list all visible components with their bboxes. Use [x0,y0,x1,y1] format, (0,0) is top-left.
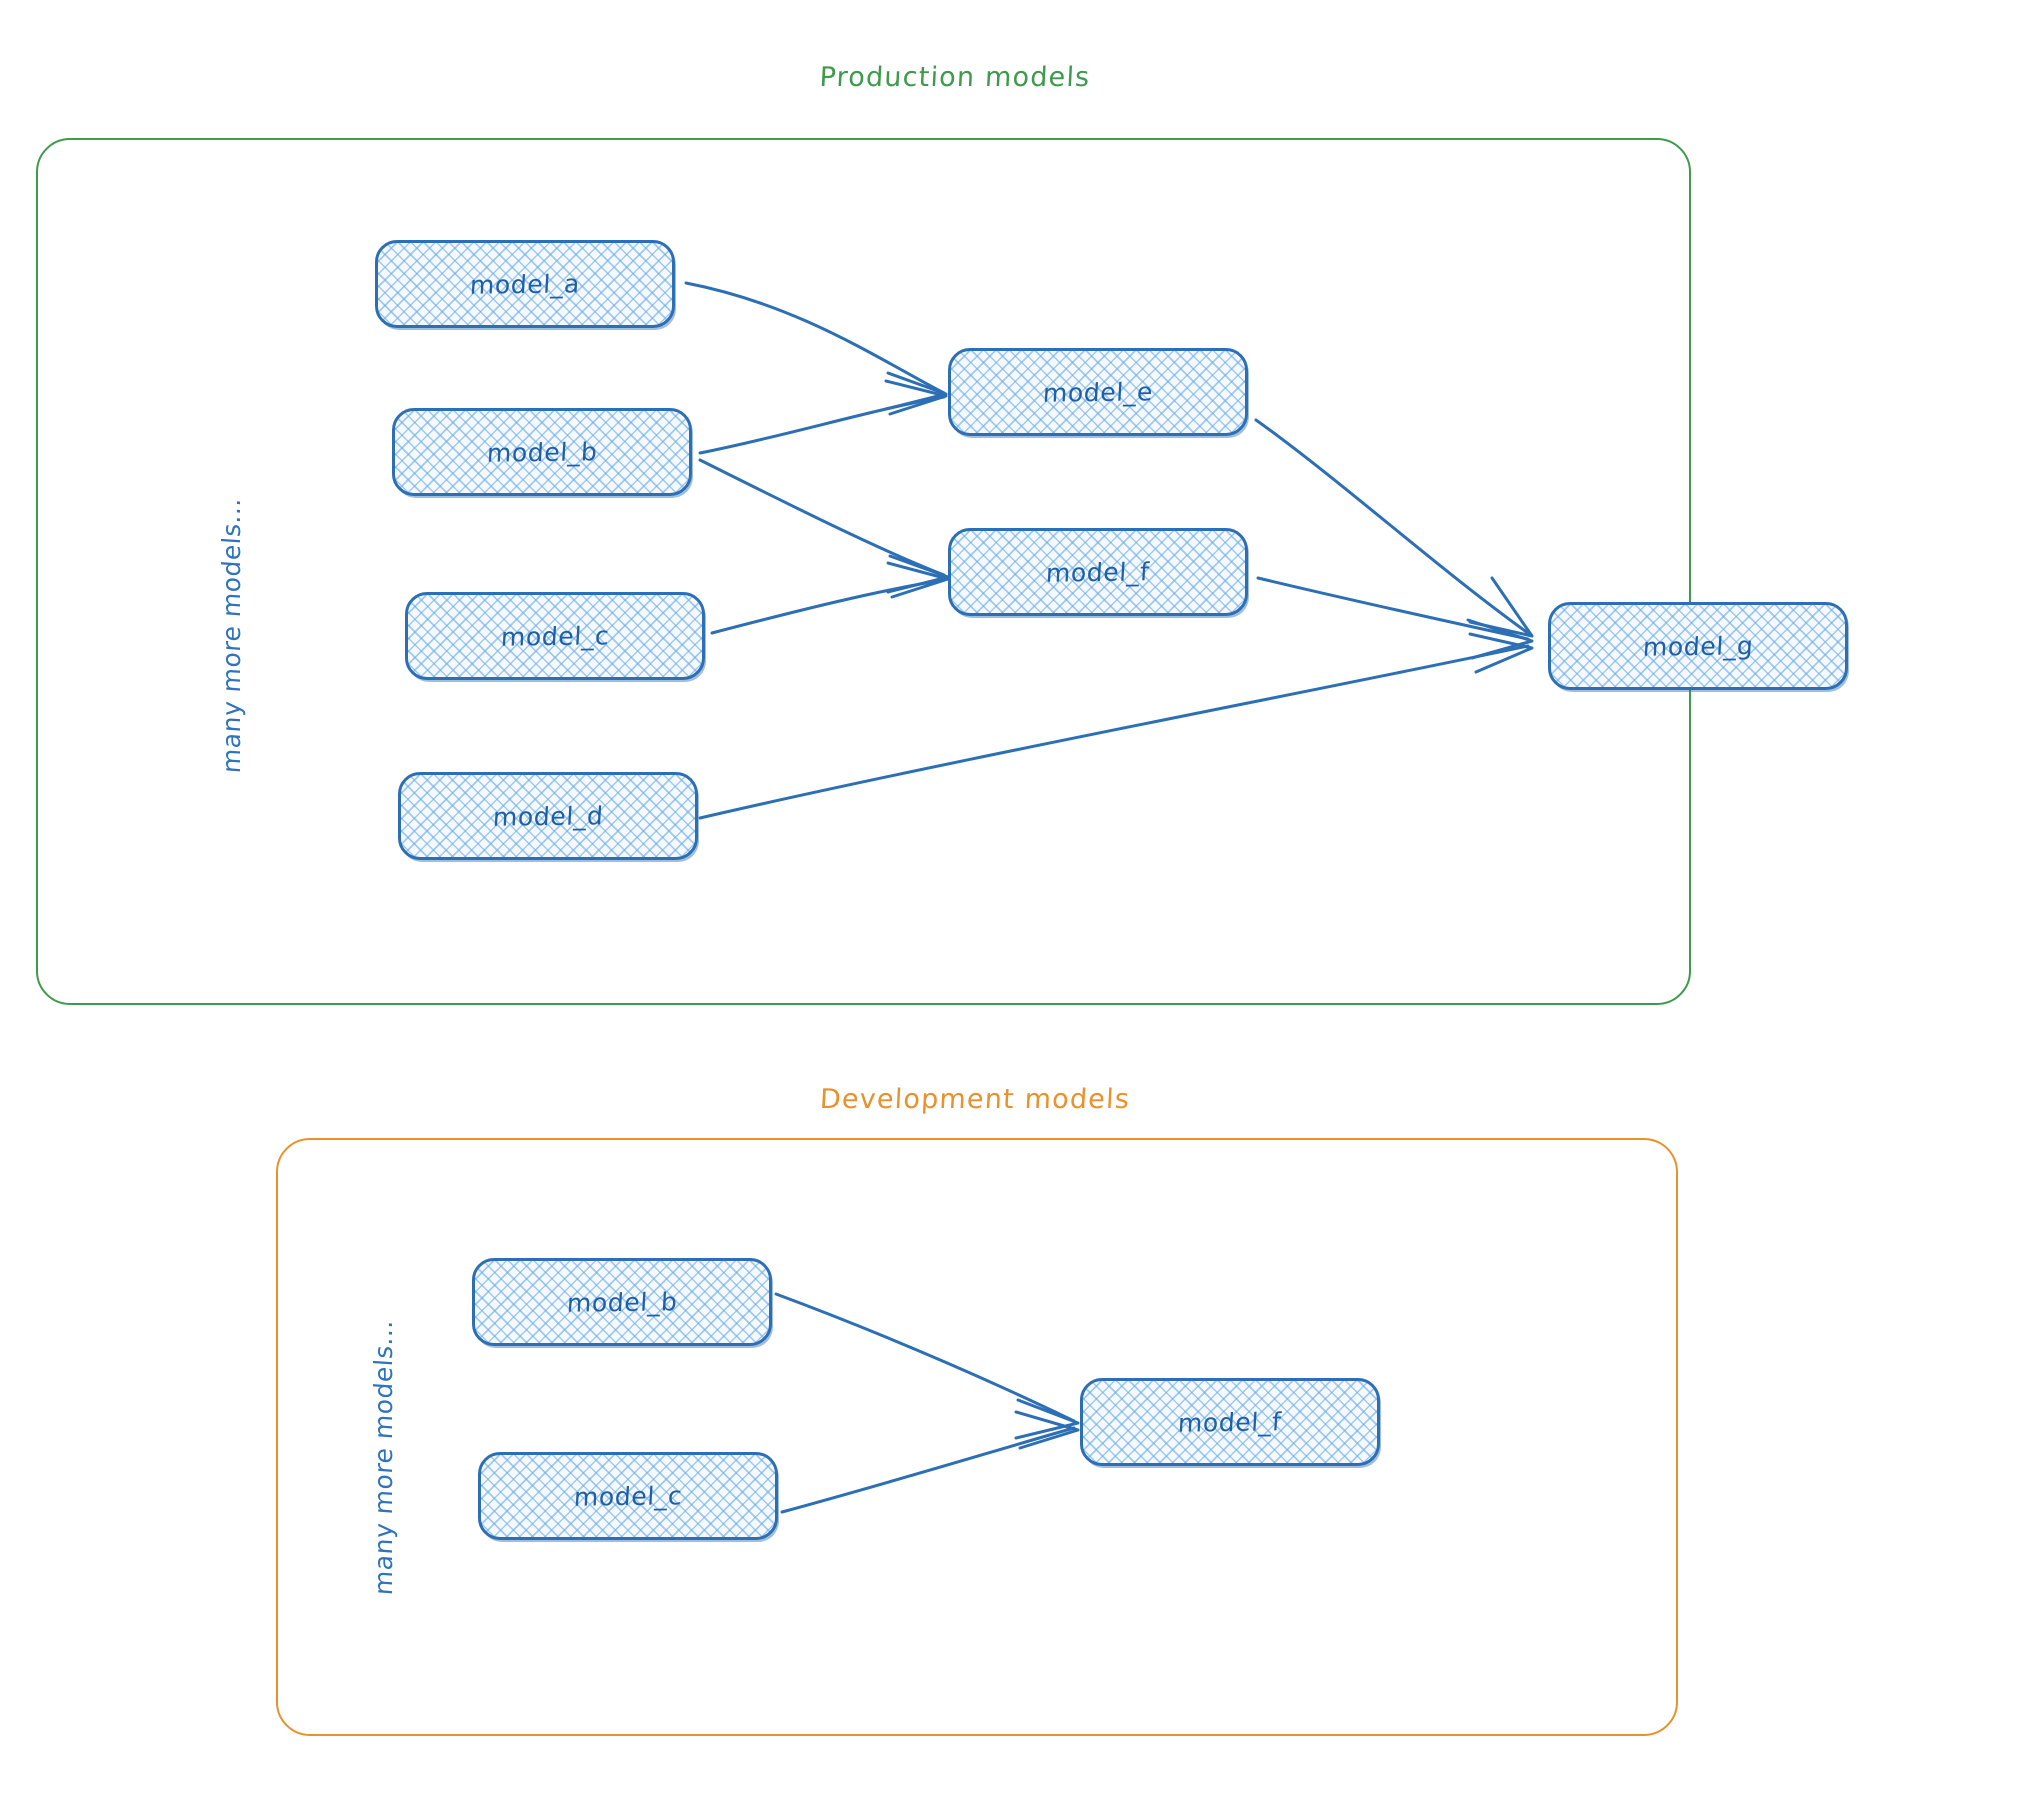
production-group-box [36,138,1691,1005]
node-label: model_c [572,1480,683,1512]
node-label: model_g [1641,630,1755,662]
node-prod-model-a[interactable]: model_a [375,240,675,328]
production-side-caption: many more models... [217,496,246,774]
production-group-title: Production models [818,62,1092,93]
node-label: model_d [491,800,605,832]
node-prod-model-b[interactable]: model_b [392,408,692,496]
development-side-caption: many more models... [369,1318,398,1596]
node-label: model_f [1177,1406,1283,1438]
node-label: model_b [485,436,599,468]
node-prod-model-f[interactable]: model_f [948,528,1248,616]
node-dev-model-b[interactable]: model_b [472,1258,772,1346]
node-label: model_c [499,620,610,652]
node-dev-model-f[interactable]: model_f [1080,1378,1380,1466]
node-prod-model-e[interactable]: model_e [948,348,1248,436]
development-group-title: Development models [819,1084,1131,1115]
node-dev-model-c[interactable]: model_c [478,1452,778,1540]
node-label: model_f [1045,556,1151,588]
node-label: model_b [565,1286,679,1318]
node-prod-model-g[interactable]: model_g [1548,602,1848,690]
development-group-box [276,1138,1678,1736]
node-prod-model-c[interactable]: model_c [405,592,705,680]
node-label: model_a [469,268,581,300]
node-prod-model-d[interactable]: model_d [398,772,698,860]
node-label: model_e [1042,376,1154,408]
